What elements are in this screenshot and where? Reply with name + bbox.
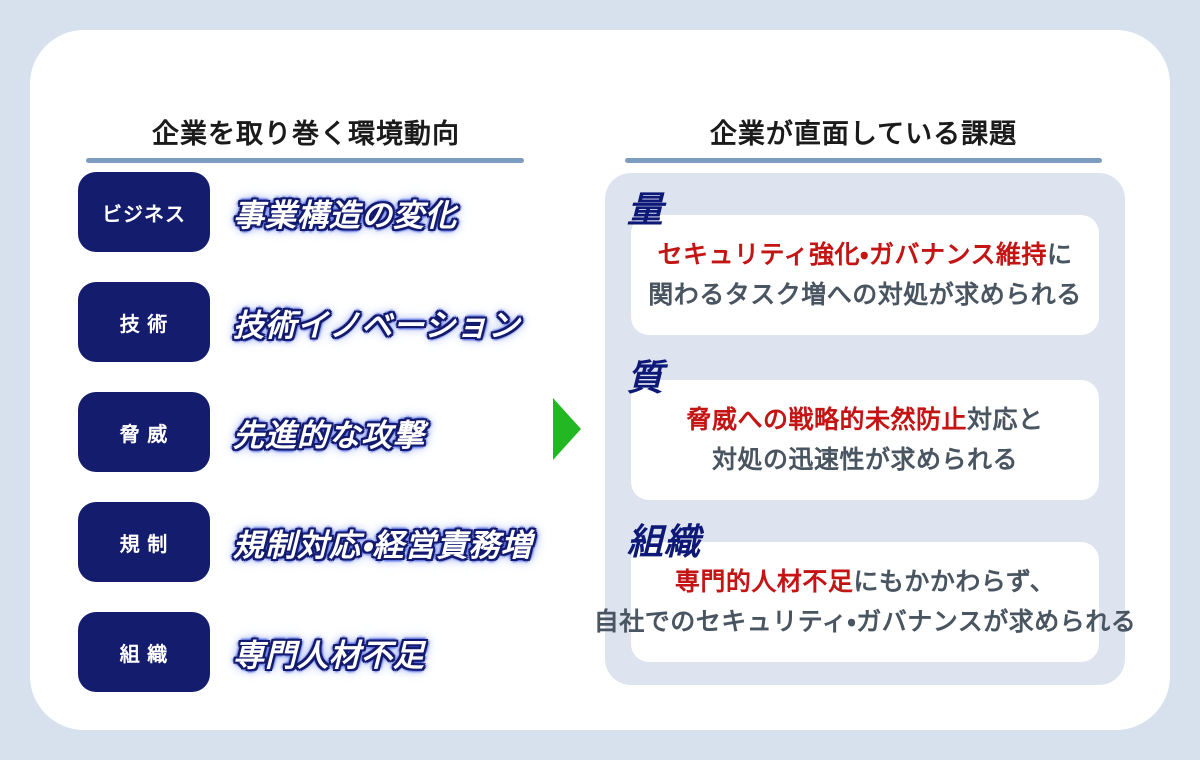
env-row-technology: 技 術 技術イノベーション [78,282,578,362]
plain-text: にもかかわらず、 [853,568,1056,596]
diagram-card: 企業を取り巻く環境動向 企業が直面している課題 ビジネス 事業構造の変化 技 術… [30,30,1170,730]
group-label-quantity: 量 [627,189,665,230]
left-title-underline [86,158,524,163]
trend-label-business: 事業構造の変化 [233,197,457,233]
challenge-line2: 関わるタスク増への対処が求められる [648,281,1082,309]
challenges-panel: 量 セキュリティ強化・ガバナンス維持に 関わるタスク増への対処が求められる 質 … [594,173,1136,685]
challenge-card-organization: 専門的人材不足にもかかわらず、 自社でのセキュリティ・ガバナンスが求められる [594,542,1136,662]
group-label-quality: 質 [627,357,665,398]
trend-label-organization: 専門人材不足 [233,637,425,673]
challenge-line2: 自社でのセキュリティ・ガバナンスが求められる [593,608,1137,636]
env-row-regulation: 規 制 規制対応・経営責務増 [78,502,578,582]
highlighted-text: 脅威への戦略的未然防止 [686,406,967,434]
challenge-line1: 専門的人材不足にもかかわらず、 [675,563,1055,601]
trend-label-threat: 先進的な攻撃 [233,417,425,453]
env-row-organization: 組 織 専門人材不足 [78,612,578,692]
env-row-threat: 脅 威 先進的な攻撃 [78,392,578,472]
category-tag-threat: 脅 威 [78,392,210,472]
challenge-card-quality: 脅威への戦略的未然防止対応と 対処の迅速性が求められる [631,380,1099,500]
group-label-organization: 組織 [627,521,702,562]
env-row-business: ビジネス 事業構造の変化 [78,172,578,252]
right-section-title: 企業が直面している課題 [709,119,1018,149]
category-tag-business: ビジネス [78,172,210,252]
right-title-underline [625,158,1102,163]
category-tag-organization: 組 織 [78,612,210,692]
category-tag-regulation: 規 制 [78,502,210,582]
trend-label-technology: 技術イノベーション [233,307,521,343]
highlighted-text: セキュリティ強化・ガバナンス維持 [657,241,1047,269]
challenge-line1: 脅威への戦略的未然防止対応と [686,401,1043,439]
highlighted-text: 専門的人材不足 [674,568,854,596]
trend-label-regulation: 規制対応・経営責務増 [233,527,533,563]
green-arrow-icon [553,398,581,460]
challenge-line2: 対処の迅速性が求められる [711,446,1018,474]
plain-text: 対応と [967,406,1044,434]
left-section-title: 企業を取り巻く環境動向 [152,119,460,149]
challenge-card-quantity: セキュリティ強化・ガバナンス維持に 関わるタスク増への対処が求められる [631,215,1099,335]
plain-text: に [1047,241,1073,269]
category-tag-technology: 技 術 [78,282,210,362]
challenge-line1: セキュリティ強化・ガバナンス維持に [657,236,1072,274]
